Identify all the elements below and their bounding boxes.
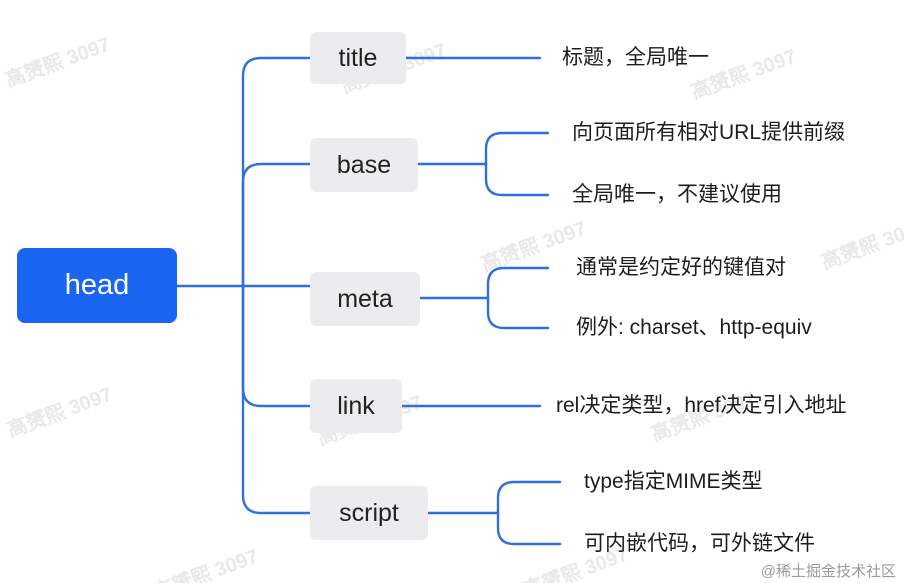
leaf-script-1: type指定MIME类型 <box>584 470 763 493</box>
leaf-base-2: 全局唯一，不建议使用 <box>572 183 782 206</box>
node-link[interactable]: link <box>310 379 402 433</box>
root-node-label: head <box>64 269 130 301</box>
branch-title <box>241 56 312 288</box>
node-script[interactable]: script <box>310 486 428 540</box>
leaf-connector-base-2 <box>484 162 550 197</box>
node-base[interactable]: base <box>310 138 418 192</box>
leaf-base-1: 向页面所有相对URL提供前缀 <box>572 121 846 144</box>
node-title-label: title <box>338 43 378 72</box>
leaf-connector-script-1 <box>426 480 562 515</box>
footer-credit: @稀土掘金技术社区 <box>760 563 896 580</box>
leaf-connector-meta-1 <box>418 266 550 300</box>
leaf-link-1: rel决定类型，href决定引入地址 <box>556 394 847 417</box>
leaf-title-1: 标题，全局唯一 <box>562 46 709 69</box>
leaf-meta-2: 例外: charset、http-equiv <box>576 316 812 339</box>
leaf-connector-meta-2 <box>486 296 550 330</box>
node-script-label: script <box>339 498 399 527</box>
node-meta-label: meta <box>337 284 393 313</box>
leaf-connector-script-2 <box>496 511 562 546</box>
leaf-script-2: 可内嵌代码，可外链文件 <box>584 532 815 555</box>
branch-script <box>241 284 312 515</box>
node-link-label: link <box>337 391 375 420</box>
node-base-label: base <box>336 150 392 179</box>
leaf-meta-1: 通常是约定好的键值对 <box>576 256 786 279</box>
node-title[interactable]: title <box>310 32 406 84</box>
leaf-connector-base-1 <box>416 131 550 166</box>
root-node-head[interactable]: head <box>17 248 177 323</box>
node-meta[interactable]: meta <box>310 272 420 326</box>
branch-base <box>241 162 312 288</box>
branch-link <box>241 284 312 408</box>
